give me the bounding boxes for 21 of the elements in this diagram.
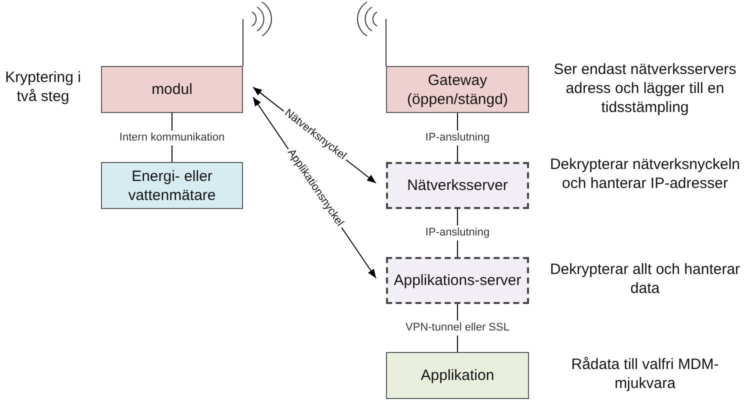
process-box [101, 66, 243, 113]
process-box [386, 352, 529, 399]
box-label: Energi- eller vattenmätare [127, 166, 217, 204]
box-label: modul [150, 80, 194, 99]
annotation-text: Dekrypterar nätverksnyckeln och hanterar IP-adresser [548, 155, 742, 193]
edge-label: IP-anslutning [423, 130, 492, 145]
box-label: Gateway (öppen/stängd) [406, 70, 509, 108]
annotation-text: Rådata till valfri MDM-mjukvara [570, 355, 720, 393]
box-label: Applikations-server [392, 271, 522, 290]
process-box [101, 162, 243, 209]
process-box [386, 66, 529, 113]
annotation-text: Ser endast nätverksservers adress och lägger till en tidsstämpling [552, 60, 738, 117]
annotation-text: Kryptering i två steg [4, 68, 82, 106]
dashed-box [386, 162, 529, 209]
edge-label: Intern kommunikation [117, 130, 227, 145]
annotation-text: Dekrypterar allt och hanterar data [548, 260, 742, 298]
box-label: Applikation [420, 366, 496, 385]
edge-label: IP-anslutning [423, 226, 492, 240]
box-label: Nätverksserver [406, 176, 509, 195]
dashed-box [386, 257, 529, 304]
edge-label: VPN-tunnel eller SSL [404, 320, 512, 336]
